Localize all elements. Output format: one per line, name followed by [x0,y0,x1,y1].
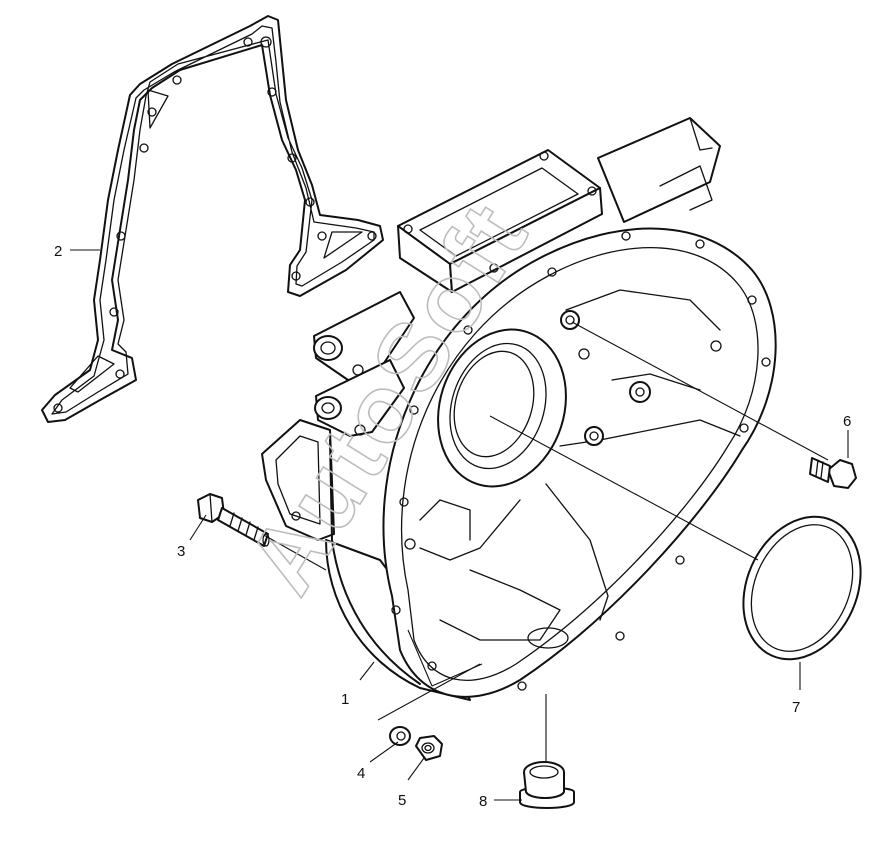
plug-bolt-part [809,457,857,489]
callout-7: 7 [792,699,800,716]
washer-part [389,726,411,746]
leader-lines [70,249,849,801]
flywheel-housing-part [261,117,777,701]
callout-3: 3 [177,543,185,560]
nut-part [415,735,443,761]
callout-labels: 1 2 3 4 5 6 7 8 [54,243,851,810]
seal-ring-part [742,515,862,661]
callout-5: 5 [398,792,406,809]
callout-6: 6 [843,413,851,430]
callout-2: 2 [54,243,62,260]
gasket-part [41,15,384,423]
bolt-part [197,493,270,547]
callout-4: 4 [357,765,365,782]
plug-part [519,761,575,809]
callout-1: 1 [341,691,349,708]
callout-8: 8 [479,793,487,810]
